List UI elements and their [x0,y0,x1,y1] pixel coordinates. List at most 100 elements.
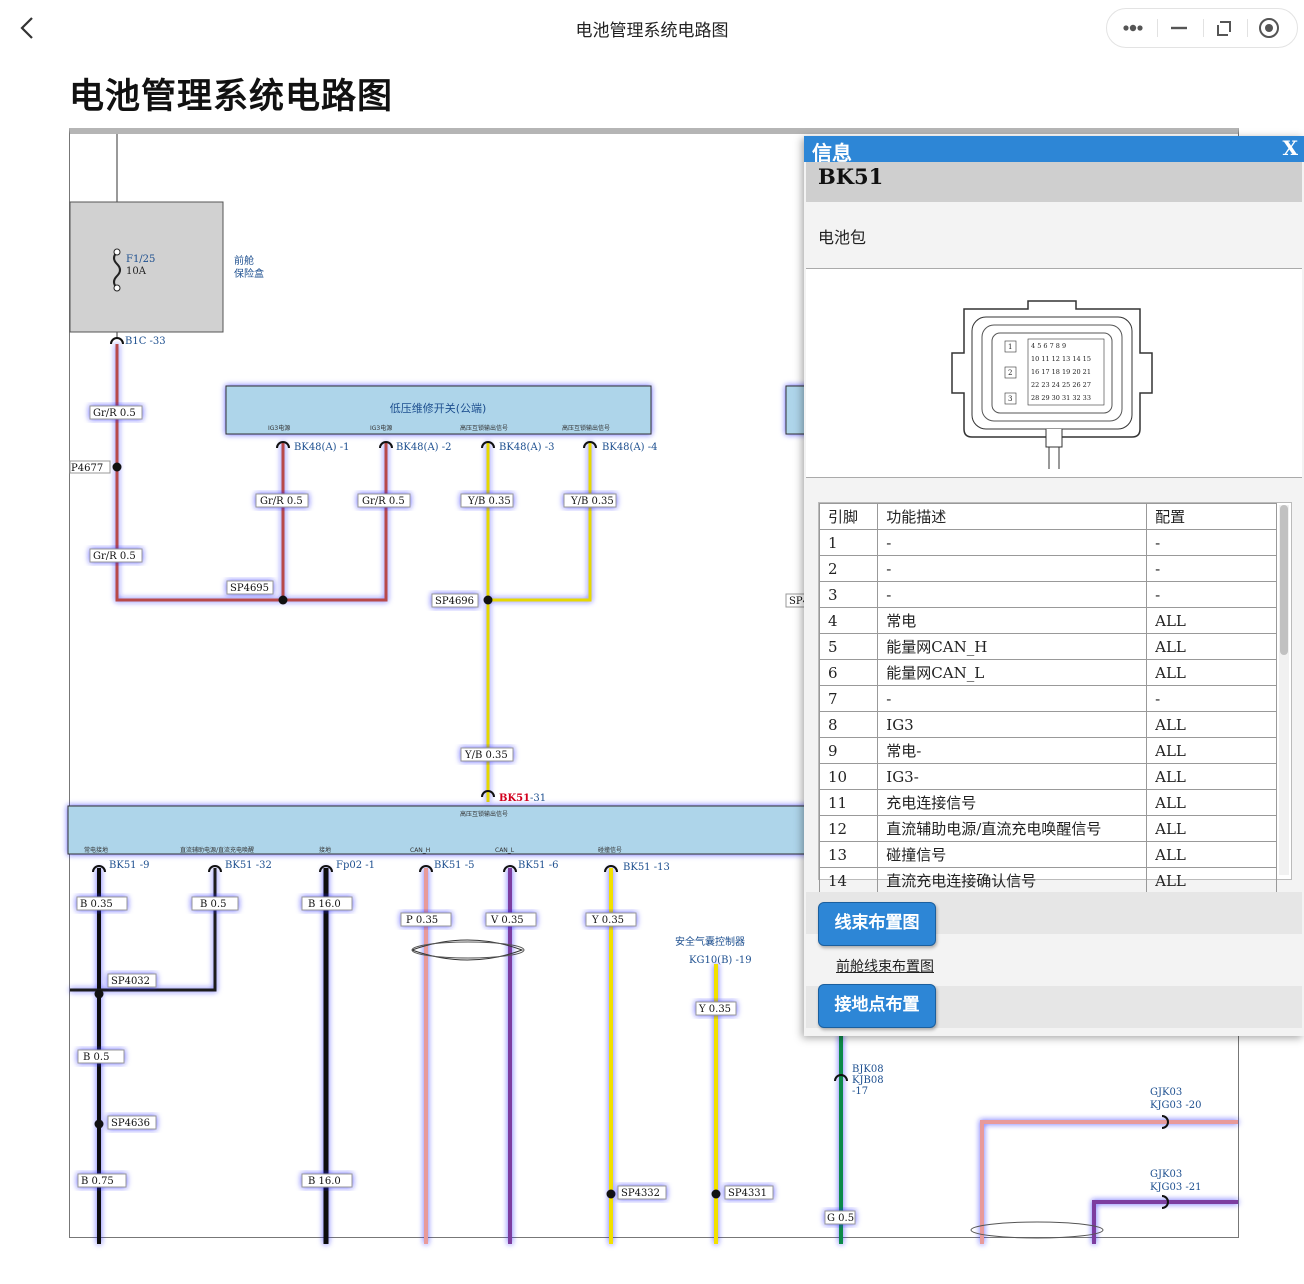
config-cell: ALL [1146,789,1277,816]
function-cell: 能量网CAN_H [877,633,1148,660]
svg-text:IG3电源: IG3电源 [268,424,290,432]
svg-text:Y 0.35: Y 0.35 [591,915,624,926]
bk51-pin-descs: 常电接地 直流辅助电源/直流充电唤醒 接地 CAN_H CAN_L 碰撞信号 [84,846,622,854]
front-harness-link[interactable]: 前舱线束布置图 [836,959,934,975]
bk51-pin-connectors [92,865,1169,1209]
svg-text:4 5 6 7 8 9: 4 5 6 7 8 9 [1031,342,1066,350]
splice-sp4331: SP4331 [728,1188,767,1199]
svg-text:Gr/R 0.5: Gr/R 0.5 [93,551,136,562]
svg-text:Gr/R 0.5: Gr/R 0.5 [260,496,303,507]
table-scrollbar[interactable] [1279,505,1289,875]
splice-sp4: SP4 [789,596,809,607]
pin-cell: 7 [818,685,879,712]
config-cell: ALL [1146,633,1277,660]
record-icon [1259,18,1279,38]
function-cell: 充电连接信号 [877,789,1148,816]
connector-face-icon: 1 2 3 4 5 6 7 8 9 10 11 12 13 14 15 16 1… [951,300,1153,469]
pin-cell: 2 [818,555,879,582]
function-cell: IG3- [877,763,1148,790]
minimize-button[interactable] [1165,15,1193,41]
splice-sp4695: SP4695 [230,583,269,594]
window-title: 电池管理系统电路图 [575,21,729,41]
splice-p4677: P4677 [71,463,103,474]
function-cell: - [877,581,1148,608]
diagram-canvas[interactable]: F1/25 10A 前舱 保险盒 B1C -33 低压维修开关(公端) [67,134,1240,1244]
table-row[interactable]: 3-- [818,581,1277,608]
config-cell: - [1146,555,1277,582]
svg-text:3: 3 [1008,395,1012,403]
ground-point-button[interactable]: 接地点布置 [818,984,936,1028]
table-row[interactable]: 7-- [818,685,1277,712]
config-cell: ALL [1146,737,1277,764]
svg-text:BK51 -5: BK51 -5 [434,860,474,871]
circuit-diagram[interactable]: F1/25 10A 前舱 保险盒 B1C -33 低压维修开关(公端) [67,128,1239,1244]
pin-cell: 8 [818,711,879,738]
config-cell: ALL [1146,763,1277,790]
svg-text:V 0.35: V 0.35 [490,915,524,926]
function-cell: - [877,555,1148,582]
col-function: 功能描述 [877,503,1148,530]
splice-sp4696: SP4696 [435,596,474,607]
pin-cell: 4 [818,607,879,634]
svg-text:B 0.75: B 0.75 [81,1176,114,1187]
connector-code: BK51 [818,164,884,189]
info-panel: 信息 X BK51 电池包 1 2 3 4 5 6 7 8 9 10 11 12… [804,136,1304,1036]
scrollbar-thumb[interactable] [1280,505,1288,655]
svg-text:BK48(A) -1: BK48(A) -1 [294,442,350,453]
more-dots-icon [1123,24,1143,32]
close-icon[interactable]: X [1282,136,1298,160]
pin-cell: 9 [818,737,879,764]
config-cell: ALL [1146,607,1277,634]
svg-text:BK51 -9: BK51 -9 [109,860,149,871]
fuse-rating: 10A [126,266,147,277]
svg-text:10 11 12 13 14 15: 10 11 12 13 14 15 [1031,355,1091,363]
svg-text:B 16.0: B 16.0 [308,1176,341,1187]
chevron-left-icon [20,17,33,39]
svg-text:P 0.35: P 0.35 [406,915,438,926]
pin-cell: 6 [818,659,879,686]
table-row[interactable]: 2-- [818,555,1277,582]
function-cell: 碰撞信号 [877,841,1148,868]
config-cell: ALL [1146,711,1277,738]
more-button[interactable] [1119,15,1147,41]
config-cell: - [1146,581,1277,608]
svg-text:CAN_L: CAN_L [495,847,515,854]
bk51-main-code: BK51 [499,793,530,804]
function-cell: IG3 [877,711,1148,738]
svg-text:Fp02 -1: Fp02 -1 [336,860,375,871]
harness-layout-button[interactable]: 线束布置图 [818,902,936,946]
svg-text:碰撞信号: 碰撞信号 [598,846,622,854]
connector-header-band [806,162,1302,202]
battery-pack-module [67,805,809,855]
pin-cell: 3 [818,581,879,608]
connector-name: 电池包 [818,228,867,247]
svg-text:22 23 24 25 26 27: 22 23 24 25 26 27 [1031,381,1091,389]
svg-text:常电接地: 常电接地 [84,846,108,854]
svg-text:Gr/R 0.5: Gr/R 0.5 [362,496,405,507]
table-row[interactable]: 1-- [818,529,1277,556]
info-panel-header[interactable]: 信息 X [804,136,1304,165]
restore-button[interactable] [1210,15,1238,41]
svg-text:高压互锁输出信号: 高压互锁输出信号 [562,424,610,432]
back-button[interactable] [14,14,42,42]
info-panel-title: 信息 [812,141,852,165]
close-app-button[interactable] [1255,15,1283,41]
svg-text:-17: -17 [852,1086,868,1097]
function-cell: 常电 [877,607,1148,634]
svg-text:GJK03: GJK03 [1150,1087,1182,1098]
svg-text:CAN_H: CAN_H [410,847,430,854]
svg-text:BJK08: BJK08 [852,1064,884,1075]
pin-cell: 10 [818,763,879,790]
